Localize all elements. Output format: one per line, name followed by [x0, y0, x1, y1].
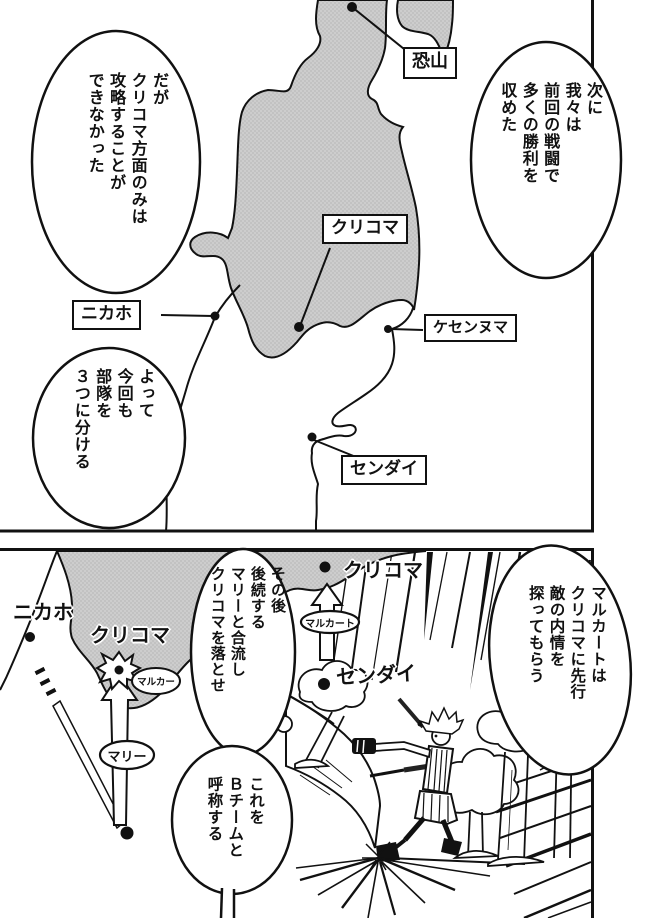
map-tohoku-top: [160, 0, 454, 532]
bubble-tsugini-text: 次に 我々は 前回の戦闘で 多くの勝利を 収めた: [498, 82, 603, 184]
map-label-kurikoma-west: クリコマ: [90, 623, 170, 647]
bubble-daga-text: だが クリコマ方面のみは 攻略することが できなかった: [85, 72, 169, 225]
speech-bubble-shapes: [30, 29, 633, 918]
map-label-kurikoma-north: クリコマ: [343, 558, 423, 582]
impact-burst-lines: [295, 856, 526, 918]
bubble-marcato-text: マルカートは クリコマに先行 敵の内情を 探ってもらう: [526, 585, 607, 701]
map-city-dots-bottom: [25, 561, 331, 840]
map-label-sendai: センダイ: [341, 455, 427, 486]
map-label-sendai-mid: センダイ: [335, 660, 417, 690]
map-label-kesennuma: ケセンヌマ: [424, 314, 518, 342]
tree-center: [436, 748, 520, 860]
tree-left: [275, 660, 369, 769]
running-character: [352, 697, 465, 871]
bubble-yotte-text: よって 今回も 部隊を ３つに分ける: [71, 368, 155, 470]
route-tag-marcato-north: マルカート: [305, 618, 355, 630]
route-tag-mari: マリー: [107, 749, 147, 765]
map-city-dots-top: [210, 2, 392, 442]
route-tag-marcato-west: マルカー: [137, 677, 175, 688]
map-label-nikaho-west: ニカホ: [13, 600, 73, 624]
map-label-osorezan: 恐山: [403, 47, 457, 79]
bubble-sonogo-text: その後 後続する マリーと合流し クリコマを落とせ: [208, 566, 287, 694]
ground-mound: [285, 692, 382, 849]
bubble-bteam-text: これを Ｂチームと 呼称する: [205, 776, 265, 859]
map-label-nikaho: ニカホ: [72, 300, 141, 331]
map-label-kurikoma: クリコマ: [322, 214, 408, 245]
